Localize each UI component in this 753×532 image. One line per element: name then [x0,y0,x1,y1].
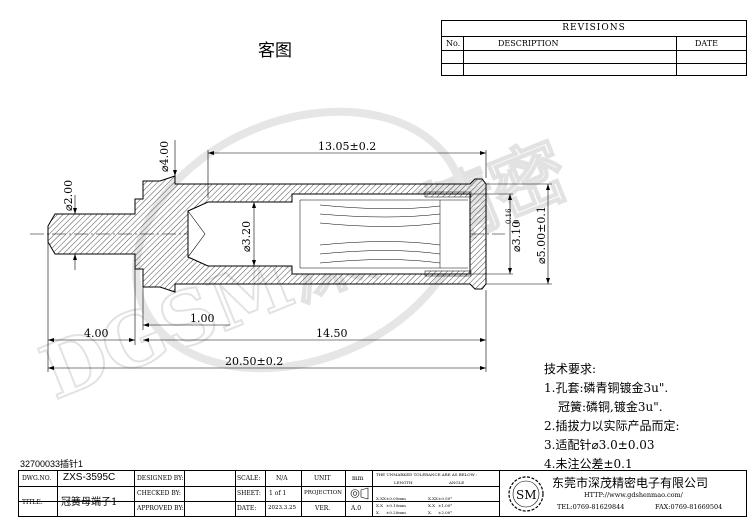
company-fax: FAX:0769-81669504 [655,503,723,511]
title-label: TITLE: [22,499,43,506]
dwg-no-label: DWG.NO. [22,475,52,482]
dim-1-00: 1.00 [190,312,215,325]
dim-14-50: 14.50 [316,327,348,340]
title-value: 冠簧母端子1 [61,497,118,508]
dim-dia-3-10: ⌀3.10 [510,221,523,252]
sheet-label: SHEET: [237,490,261,497]
tech-line-3: 2.插拔力以实际产品而定: [544,419,680,433]
sheet-value: 1 of 1 [269,490,287,497]
projection-label: PROJECTION [304,490,342,496]
unit-label: UNIT [314,475,331,482]
title-block: DWG.NO. ZXS-3595C TITLE: 冠簧母端子1 DESIGNED… [18,470,747,517]
tech-line-1: 1.孔套:磷青铜镀金3u". [544,381,669,395]
company-tel: TEL:0769-81629844 [557,503,625,511]
revisions-table: REVISIONS No. DESCRIPTION DATE [441,20,747,76]
date-label: DATE: [237,505,257,512]
company-logo: SM [508,476,544,512]
dim-4-00: 4.00 [84,327,109,340]
ver-value: A.0 [351,505,362,512]
dim-dia-5: ⌀5.00±0.1 [535,206,548,264]
logo-text: SM [516,488,537,502]
revisions-header: REVISIONS [562,23,626,33]
revisions-col-description: DESCRIPTION [498,39,559,48]
approved-by-label: APPROVED BY: [137,505,184,512]
dim-dia-3-10-lower: 0 [513,220,521,224]
dim-dia-4: ⌀4.00 [158,141,171,172]
dim-dia-2: ⌀2.00 [62,180,75,211]
tolerance-angle-label: ANGLE [449,480,465,485]
checked-by-label: CHECKED BY: [137,490,181,497]
technical-requirements: 技术要求: 1.孔套:磷青铜镀金3u". 冠簧:磷铜,镀金3u". 2.插拔力以… [544,360,680,474]
tolerance-title: THE UNMARKED TOLERANCE ARE AS BELOW : [376,472,478,477]
revisions-col-date: DATE [695,39,718,48]
dim-dia-3-10-upper: 0.16 [505,208,513,224]
tech-line-5: 4.未注公差±0.1 [544,457,633,471]
dim-13-05: 13.05±0.2 [318,140,376,153]
tolerance-length-label: LENGTH [394,480,413,485]
company-website: HTTP://www.gdshenmao.com/ [584,491,683,499]
scale-value: N/A [276,475,288,482]
dwg-no-value: ZXS-3595C [63,472,116,483]
projection-icon [350,487,369,500]
company-name: 东莞市深茂精密电子有限公司 [552,476,709,490]
revisions-col-no: No. [446,39,461,48]
scale-label: SCALE: [237,475,261,482]
tech-line-4: 3.适配针⌀3.0±0.03 [544,438,655,452]
dim-20-50: 20.50±0.2 [225,355,283,368]
unit-value: mm [352,475,364,482]
drawing-title: 客图 [258,41,292,61]
tech-heading: 技术要求: [544,362,597,376]
section-body [47,175,487,293]
ver-label: VER. [315,505,331,512]
part-number: 32700033插针1 [20,459,84,469]
designed-by-label: DESIGNED BY: [137,475,184,482]
dim-dia-3-20: ⌀3.20 [240,221,253,252]
date-value: 2023.3.25 [268,505,296,511]
tech-line-2: 冠簧:磷铜,镀金3u". [558,400,663,414]
